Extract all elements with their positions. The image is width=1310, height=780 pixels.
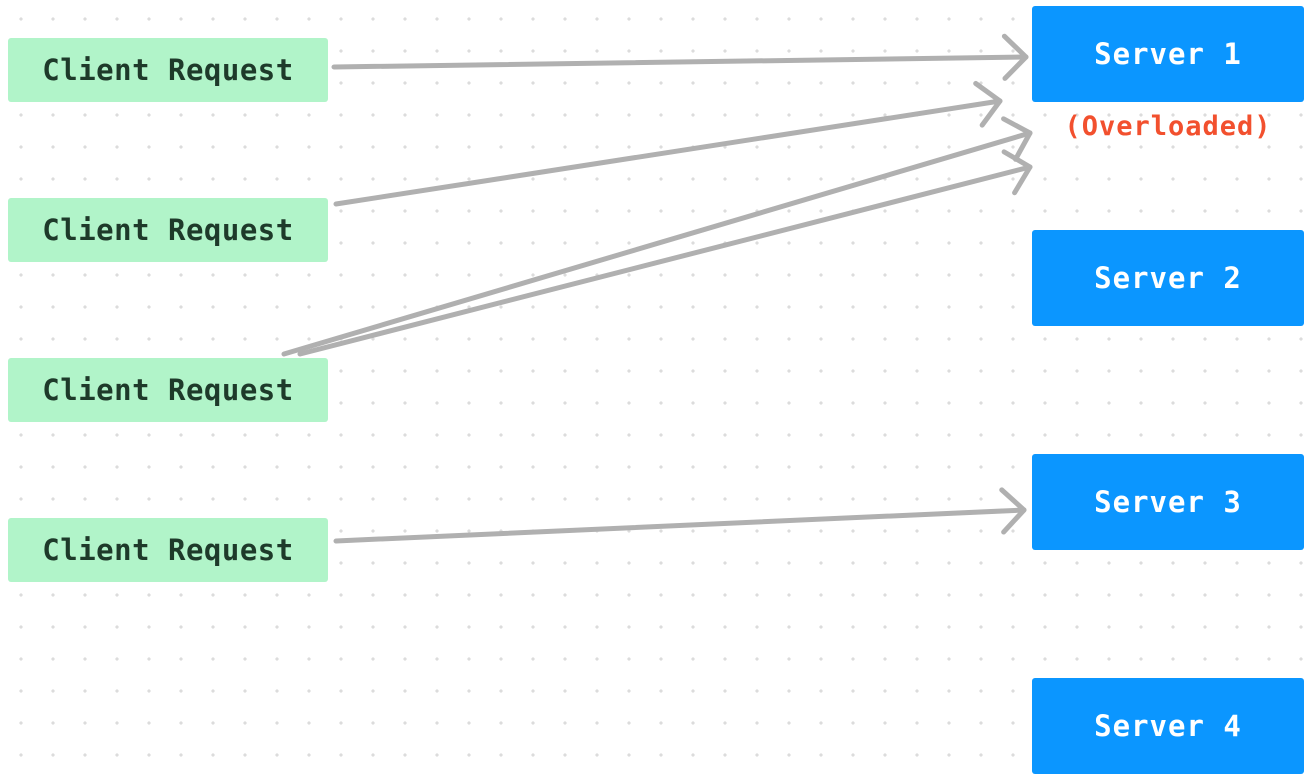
client-request-box-4: Client Request [8,518,328,582]
server-label: Server 3 [1094,485,1242,519]
arrow-shaft [297,164,1033,357]
arrow-shaft [331,54,1029,70]
server-box-2: Server 2 [1032,230,1304,326]
client-request-box-2: Client Request [8,198,328,262]
arrow-head [973,80,1003,128]
connection-arrow-2 [333,80,1003,207]
arrow-head [999,487,1027,535]
server-box-4: Server 4 [1032,678,1304,774]
connection-arrow-1 [331,33,1029,81]
connection-arrow-3 [281,116,1033,357]
client-request-label: Client Request [42,533,294,567]
server-label: Server 4 [1094,709,1242,743]
arrow-head [1001,116,1033,162]
server-label: Server 1 [1094,37,1242,71]
connection-arrow-5 [333,487,1027,544]
client-request-label: Client Request [42,373,294,407]
arrow-shaft [281,130,1033,357]
arrow-shaft [333,98,1003,207]
connection-arrow-4 [297,149,1033,357]
client-request-label: Client Request [42,53,294,87]
client-request-box-3: Client Request [8,358,328,422]
server-box-3: Server 3 [1032,454,1304,550]
server-box-1: Server 1 [1032,6,1304,102]
client-request-label: Client Request [42,213,294,247]
arrow-head [1001,33,1029,81]
client-request-box-1: Client Request [8,38,328,102]
arrow-head [1001,149,1033,196]
server-label: Server 2 [1094,261,1242,295]
overloaded-note: (Overloaded) [1064,110,1272,142]
arrow-shaft [333,507,1027,544]
